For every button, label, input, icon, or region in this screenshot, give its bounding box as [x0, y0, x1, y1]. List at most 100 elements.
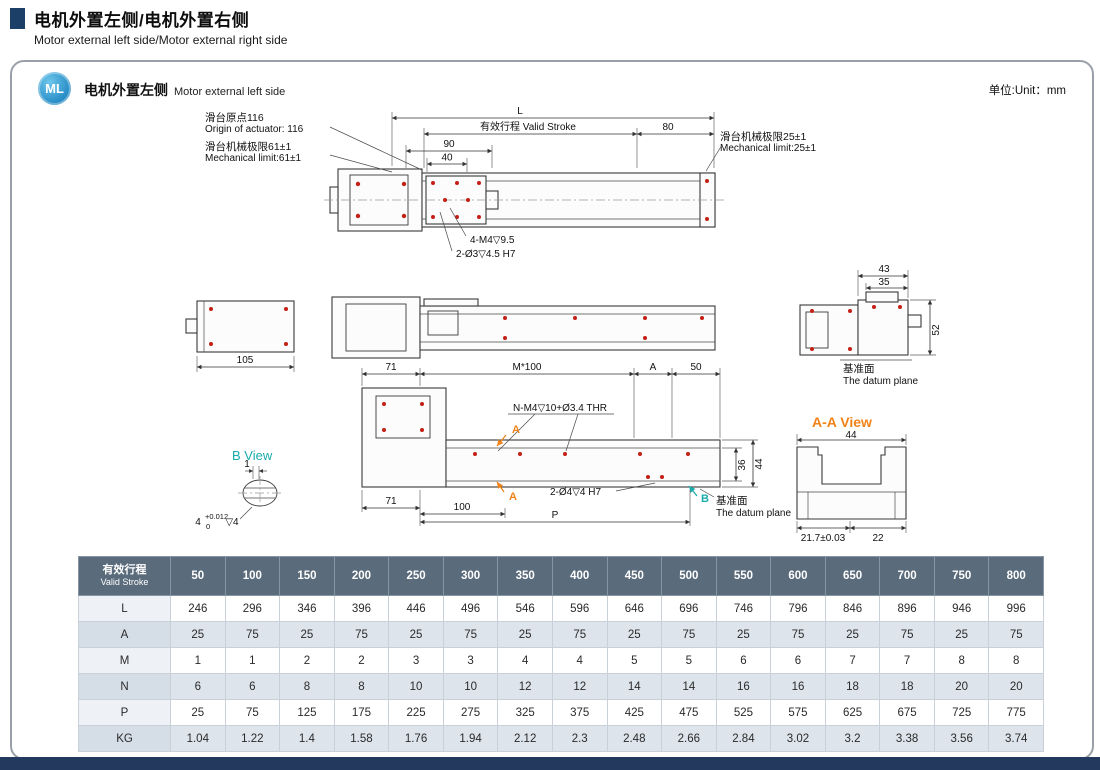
- page-header: 电机外置左侧/电机外置右侧 Motor external left side/M…: [10, 6, 287, 47]
- value-cell: 4: [551, 647, 608, 674]
- value-cell: 2.12: [497, 725, 553, 752]
- value-cell: 20: [933, 673, 990, 700]
- value-cell: 8: [933, 647, 990, 674]
- unit-label: 单位:Unit：mm: [988, 85, 1066, 97]
- value-cell: 946: [933, 595, 990, 622]
- value-cell: 75: [333, 621, 390, 648]
- section-marker-a-top: A: [512, 424, 520, 436]
- panel-title: 电机外置左侧 Motor external left side: [84, 80, 285, 100]
- value-cell: 25: [279, 621, 335, 648]
- panel-title-cn: 电机外置左侧: [84, 82, 168, 98]
- stroke-header-cell: 450: [606, 556, 663, 596]
- dim-valid-stroke: 有效行程 Valid Stroke: [480, 120, 576, 133]
- value-cell: 7: [879, 647, 935, 674]
- row-label-cell: P: [78, 699, 171, 726]
- value-cell: 2.84: [715, 725, 772, 752]
- dim-80: 80: [662, 122, 674, 133]
- value-cell: 796: [770, 595, 826, 622]
- value-cell: 675: [879, 699, 935, 726]
- value-cell: 346: [279, 595, 335, 622]
- note-m4: 4-M4▽9.5: [470, 235, 515, 246]
- dim-1: 1: [244, 459, 250, 470]
- dim-m100: M*100: [513, 362, 542, 373]
- value-cell: 10: [442, 673, 499, 700]
- value-cell: 475: [661, 699, 717, 726]
- tol-base: 4: [195, 517, 201, 528]
- value-cell: 16: [770, 673, 826, 700]
- section-marker-b: B: [701, 493, 709, 505]
- stroke-header-cell: 150: [279, 556, 335, 596]
- origin-label-en: Origin of actuator: 116: [205, 124, 304, 135]
- end-section-view: 43 35 52 基准面 The datum plane: [799, 264, 942, 387]
- value-cell: 20: [988, 673, 1044, 700]
- stroke-header-cell: 250: [388, 556, 444, 596]
- value-cell: 896: [879, 595, 935, 622]
- value-cell: 12: [551, 673, 608, 700]
- row-label-cell: N: [78, 673, 171, 700]
- value-cell: 2.66: [661, 725, 717, 752]
- b-view-title: B View: [232, 448, 273, 463]
- value-cell: 425: [606, 699, 663, 726]
- value-cell: 8: [333, 673, 390, 700]
- value-cell: 1.94: [442, 725, 499, 752]
- value-cell: 16: [715, 673, 772, 700]
- value-cell: 3: [442, 647, 499, 674]
- value-cell: 225: [388, 699, 444, 726]
- stroke-header-cell: 200: [333, 556, 390, 596]
- dim-43: 43: [878, 264, 890, 275]
- stroke-header-cell-first: 有效行程 Valid Stroke: [78, 556, 171, 596]
- value-cell: 625: [824, 699, 881, 726]
- value-cell: 125: [279, 699, 335, 726]
- value-cell: 746: [715, 595, 772, 622]
- dim-A: A: [650, 362, 657, 373]
- value-cell: 75: [770, 621, 826, 648]
- stroke-header-cell: 650: [824, 556, 881, 596]
- value-cell: 75: [224, 699, 281, 726]
- value-cell: 846: [824, 595, 881, 622]
- value-cell: 6: [224, 673, 281, 700]
- value-cell: 12: [497, 673, 553, 700]
- value-cell: 8: [988, 647, 1044, 674]
- limit61-label-en: Mechanical limit:61±1: [205, 153, 302, 164]
- dim-40: 40: [441, 153, 453, 164]
- value-cell: 1.22: [224, 725, 281, 752]
- dim-L: L: [517, 106, 523, 117]
- value-cell: 25: [715, 621, 772, 648]
- value-cell: 5: [606, 647, 663, 674]
- value-cell: 375: [551, 699, 608, 726]
- tol-depth: ▽4: [225, 517, 239, 528]
- value-cell: 1.58: [333, 725, 390, 752]
- stroke-header-cell: 600: [770, 556, 826, 596]
- value-cell: 325: [497, 699, 553, 726]
- note-pin4: 2-Ø4▽4 H7: [550, 487, 601, 498]
- value-cell: 18: [824, 673, 881, 700]
- value-cell: 996: [988, 595, 1044, 622]
- value-cell: 25: [388, 621, 444, 648]
- page-title-en: Motor external left side/Motor external …: [34, 33, 288, 47]
- stroke-header-cell: 700: [879, 556, 935, 596]
- value-cell: 75: [551, 621, 608, 648]
- aa-view-title: A-A View: [812, 414, 872, 430]
- value-cell: 496: [442, 595, 499, 622]
- value-cell: 7: [824, 647, 881, 674]
- stroke-header-cell: 100: [224, 556, 281, 596]
- stroke-header-cell: 550: [715, 556, 772, 596]
- value-cell: 2.3: [551, 725, 608, 752]
- limit25-label-cn: 滑台机械极限25±1: [720, 130, 806, 143]
- value-cell: 1: [170, 647, 226, 674]
- dim-22: 22: [872, 533, 884, 544]
- value-cell: 75: [661, 621, 717, 648]
- origin-label-cn: 滑台原点116: [205, 111, 264, 124]
- stroke-header-cell: 500: [661, 556, 717, 596]
- value-cell: 775: [988, 699, 1044, 726]
- technical-drawing: L 有效行程 Valid Stroke 80 90 40 滑台原点116 Ori…: [185, 106, 942, 544]
- value-cell: 2: [333, 647, 390, 674]
- value-cell: 646: [606, 595, 663, 622]
- value-cell: 25: [933, 621, 990, 648]
